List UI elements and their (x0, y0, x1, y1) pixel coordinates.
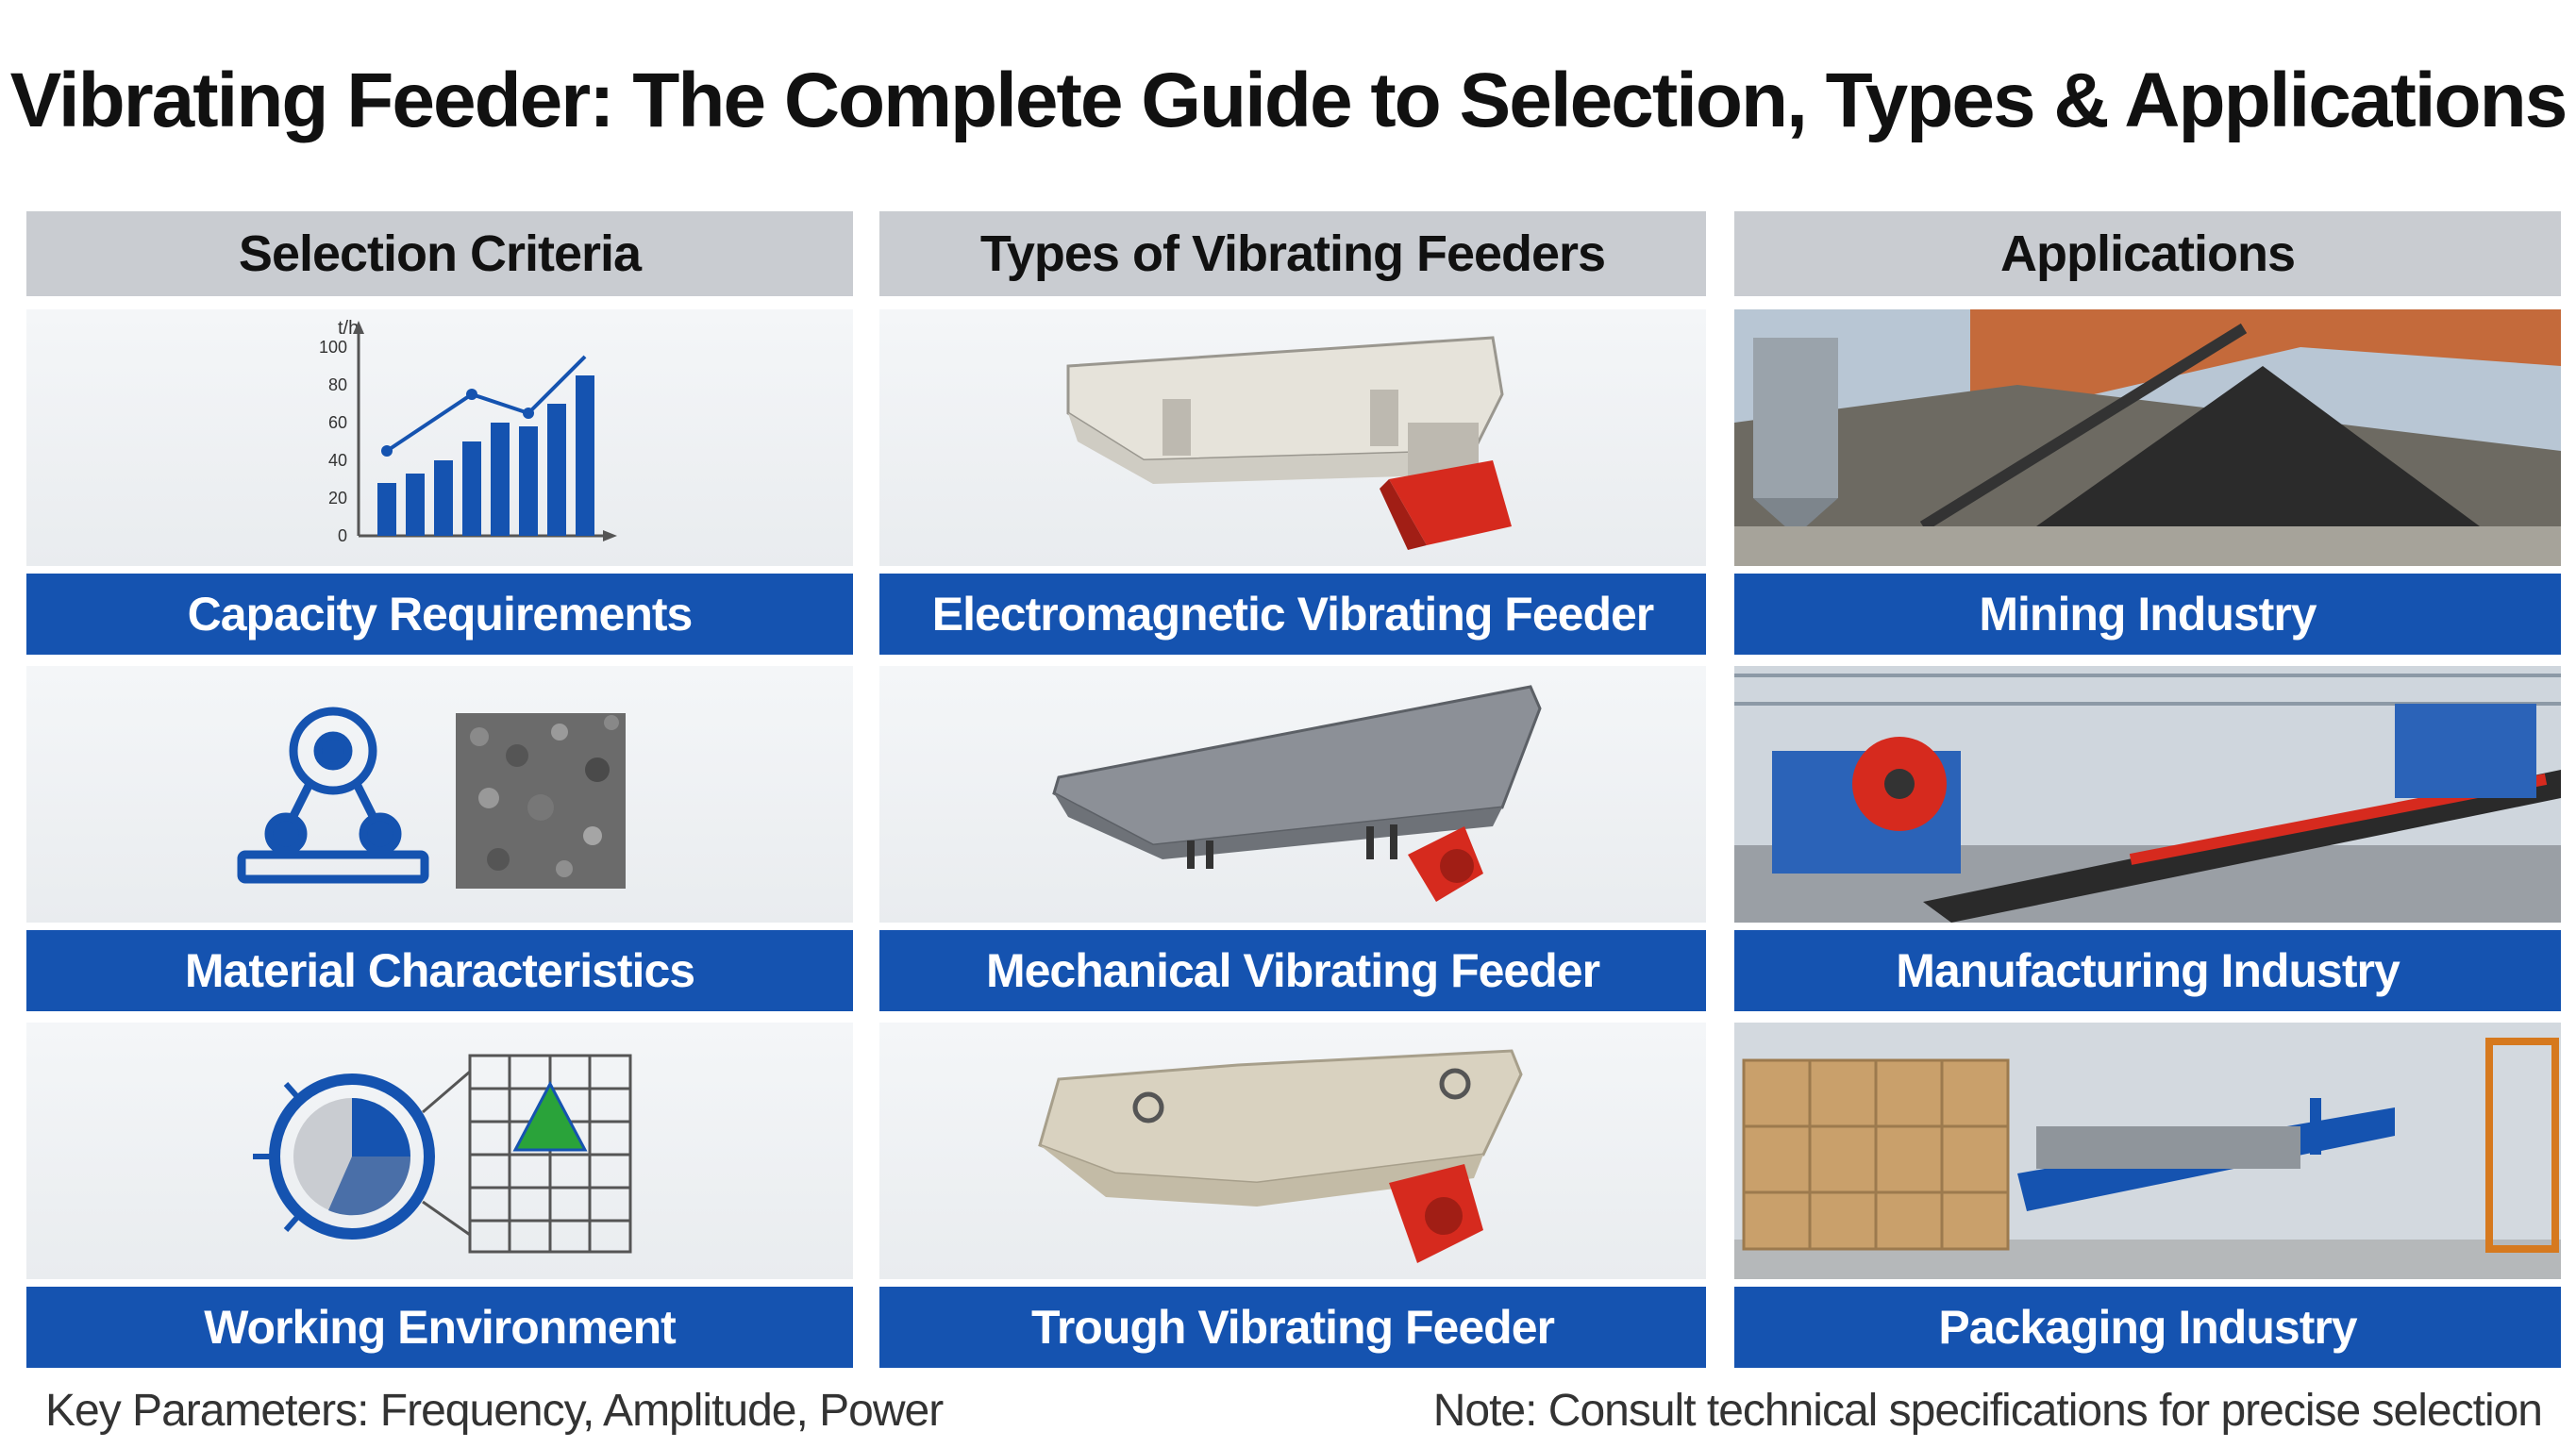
column-applications: Applications Mining Industry (1734, 211, 2561, 1368)
label-material-characteristics: Material Characteristics (26, 930, 853, 1011)
chart-bar (491, 423, 510, 536)
grid-chart-icon (468, 1054, 632, 1254)
card-material-characteristics: Material Characteristics (26, 666, 853, 1011)
chart-bar (576, 375, 594, 536)
card-manufacturing-industry: Manufacturing Industry (1734, 666, 2561, 1011)
card-packaging-industry: Packaging Industry (1734, 1023, 2561, 1368)
gravel-sample-image (456, 713, 626, 889)
chart-x-arrow (603, 530, 617, 541)
label-working-environment: Working Environment (26, 1287, 853, 1368)
card-trough-feeder: Trough Vibrating Feeder (879, 1023, 1706, 1368)
chart-trend-point (466, 389, 477, 400)
card-working-environment: Working Environment (26, 1023, 853, 1368)
chart-tick-label: 60 (328, 413, 347, 432)
chart-tick-label: 80 (328, 375, 347, 394)
material-flow-icon (237, 707, 429, 884)
chart-tick-label: 100 (319, 338, 347, 357)
card-electromagnetic-feeder: Electromagnetic Vibrating Feeder (879, 309, 1706, 655)
label-manufacturing-industry: Manufacturing Industry (1734, 930, 2561, 1011)
chart-tick-label: 0 (338, 526, 347, 545)
mining-site-image (1734, 309, 2561, 566)
chart-bar (519, 426, 538, 536)
chart-bar (434, 460, 453, 536)
column-header: Types of Vibrating Feeders (879, 211, 1706, 296)
mechanical-feeder-image (1052, 685, 1542, 902)
footer-note: Note: Consult technical specifications f… (1432, 1386, 2543, 1436)
warehouse-image (1734, 1023, 2561, 1279)
card-mining-industry: Mining Industry (1734, 309, 2561, 655)
chart-tick-label: 20 (328, 489, 347, 508)
chart-bar (462, 441, 481, 536)
chart-bar (406, 474, 425, 536)
column-header: Applications (1734, 211, 2561, 296)
chart-tick-label: 40 (328, 451, 347, 470)
gauge-icon (253, 1070, 471, 1240)
card-mechanical-feeder: Mechanical Vibrating Feeder (879, 666, 1706, 1011)
footer-key-parameters: Key Parameters: Frequency, Amplitude, Po… (45, 1386, 944, 1436)
chart-trend-line (385, 355, 587, 453)
chart-y-arrow (353, 321, 364, 334)
label-mining-industry: Mining Industry (1734, 574, 2561, 655)
electromagnetic-feeder-image (1066, 336, 1512, 550)
chart-trend-point (523, 408, 534, 419)
column-feeder-types: Types of Vibrating Feeders Electromagnet… (879, 211, 1706, 1368)
environment-icons (253, 1054, 632, 1254)
factory-floor-image (1734, 666, 2561, 923)
chart-bar (547, 404, 566, 536)
label-packaging-industry: Packaging Industry (1734, 1287, 2561, 1368)
label-capacity-requirements: Capacity Requirements (26, 574, 853, 655)
chart-trend-point (381, 445, 393, 457)
label-electromagnetic-feeder: Electromagnetic Vibrating Feeder (879, 574, 1706, 655)
label-mechanical-feeder: Mechanical Vibrating Feeder (879, 930, 1706, 1011)
column-header: Selection Criteria (26, 211, 853, 296)
page-title: Vibrating Feeder: The Complete Guide to … (9, 58, 2568, 143)
chart-bar (377, 483, 396, 536)
material-icons (237, 707, 626, 889)
trough-feeder-image (1038, 1049, 1523, 1263)
label-trough-feeder: Trough Vibrating Feeder (879, 1287, 1706, 1368)
